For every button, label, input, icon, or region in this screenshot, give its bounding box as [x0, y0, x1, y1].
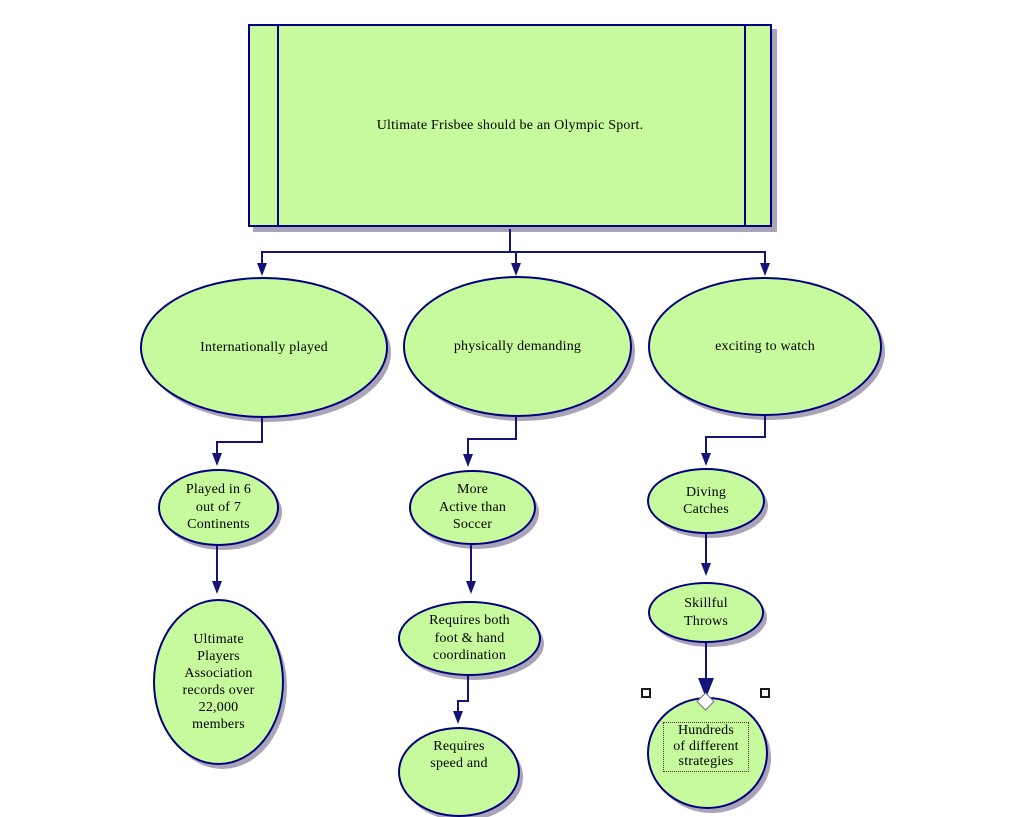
connector-root-stem: [509, 229, 511, 252]
node-label: Hundreds of different strategies: [673, 723, 739, 770]
node-skillful-throws[interactable]: Skillful Throws: [648, 582, 764, 643]
arrowhead-to-strategies: [698, 678, 714, 698]
arrowhead-to-upa-members: [212, 581, 222, 594]
connector-stub-right: [764, 252, 766, 264]
connector-root-branch: [261, 251, 766, 253]
arrowhead-to-diving-catches: [701, 453, 711, 466]
connector-excite-down: [764, 416, 766, 438]
node-label: More Active than Soccer: [438, 482, 507, 533]
connector-intl-down: [261, 417, 263, 443]
node-label: physically demanding: [453, 338, 582, 354]
node-diving-catches[interactable]: Diving Catches: [647, 468, 765, 534]
node-label: exciting to watch: [715, 338, 815, 354]
arrowhead-to-continents: [212, 453, 222, 466]
node-root-topic[interactable]: Ultimate Frisbee should be an Olympic Sp…: [248, 24, 772, 227]
selection-handle-top-left[interactable]: [641, 688, 651, 698]
arrowhead-to-exciting-to-watch: [760, 263, 770, 276]
strategies-text-edit-frame[interactable]: Hundreds of different strategies: [663, 722, 749, 772]
connector-phys-stub: [467, 440, 469, 454]
connector-intl-stub: [216, 443, 218, 454]
arrowhead-to-requires-speed: [453, 711, 463, 724]
connector-phys-down: [515, 416, 517, 440]
node-label: Requires both foot & hand coordination: [429, 613, 510, 664]
connector-stub-left: [261, 252, 263, 264]
connector-foot-hand-down: [467, 676, 469, 702]
node-label: Played in 6 out of 7 Continents: [185, 482, 252, 533]
connector-skillful-down: [705, 643, 707, 681]
concept-map-canvas: Ultimate Frisbee should be an Olympic Sp…: [140, 24, 882, 817]
node-requires-speed[interactable]: Requires speed and: [398, 727, 520, 817]
connector-foot-hand-stub: [457, 702, 459, 712]
connector-phys-elbow: [467, 438, 517, 440]
node-physically-demanding[interactable]: physically demanding: [403, 276, 632, 417]
node-upa-members[interactable]: Ultimate Players Association records ove…: [153, 599, 284, 765]
node-more-active-than-soccer[interactable]: More Active than Soccer: [409, 470, 536, 545]
arrowhead-to-physically-demanding: [511, 263, 521, 276]
root-left-divider-line: [277, 26, 279, 225]
connector-foot-hand-elbow: [457, 700, 469, 702]
node-foot-hand-coordination[interactable]: Requires both foot & hand coordination: [398, 601, 541, 676]
node-label: Skillful Throws: [684, 596, 728, 629]
node-label: Diving Catches: [683, 484, 729, 517]
arrowhead-to-foot-hand: [466, 581, 476, 594]
node-exciting-to-watch[interactable]: exciting to watch: [648, 277, 882, 416]
node-label: Internationally played: [200, 339, 328, 355]
selection-handle-top-right[interactable]: [760, 688, 770, 698]
connector-more-active-down: [470, 545, 472, 581]
root-topic-label: Ultimate Frisbee should be an Olympic Sp…: [376, 117, 644, 133]
arrowhead-to-more-active: [463, 454, 473, 467]
connector-intl-elbow: [216, 441, 263, 443]
arrowhead-to-skillful-throws: [701, 563, 711, 576]
connector-continents-down: [216, 546, 218, 582]
node-internationally-played[interactable]: Internationally played: [140, 277, 388, 418]
connector-diving-down: [705, 534, 707, 564]
connector-excite-elbow: [705, 436, 766, 438]
root-right-divider-line: [744, 26, 746, 225]
connector-stub-middle: [515, 252, 517, 264]
node-label: Ultimate Players Association records ove…: [182, 631, 255, 733]
node-played-in-6-continents[interactable]: Played in 6 out of 7 Continents: [158, 469, 279, 546]
connector-excite-stub: [705, 438, 707, 453]
arrowhead-to-internationally-played: [257, 263, 267, 276]
